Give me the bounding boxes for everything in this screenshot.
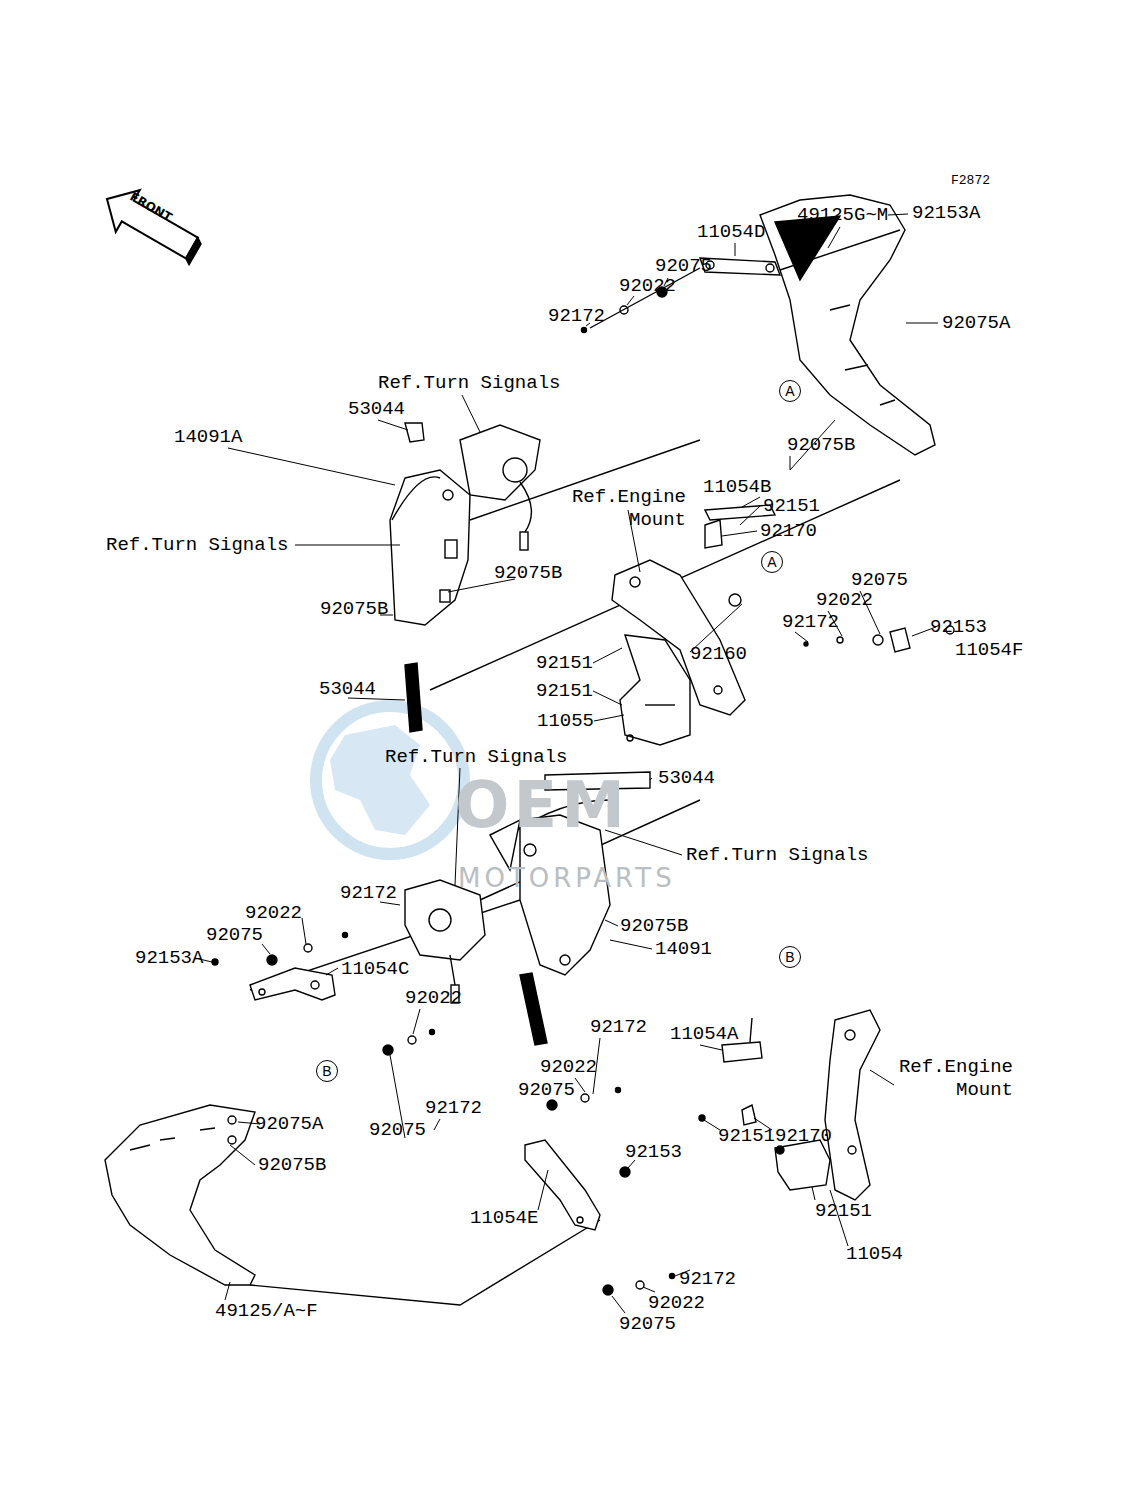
part-number: 92022 xyxy=(816,589,873,611)
part-number: 53044 xyxy=(319,678,376,700)
part-number: 53044 xyxy=(348,398,405,420)
reference-note: Ref.Turn Signals xyxy=(378,372,560,394)
marker-letter: A xyxy=(767,555,776,569)
reference-note: Ref.Turn Signals xyxy=(106,534,288,556)
part-number: 92172 xyxy=(590,1016,647,1038)
part-number: 49125/A~F xyxy=(215,1300,318,1322)
reference-note: Ref.Turn Signals xyxy=(686,844,868,866)
reference-marker: A xyxy=(761,551,783,573)
part-number: 11054B xyxy=(703,476,771,498)
part-number: 92075 xyxy=(619,1313,676,1335)
part-number: 92022 xyxy=(405,987,462,1009)
part-number: 11054 xyxy=(846,1243,903,1265)
part-number: 92153A xyxy=(135,947,203,969)
part-number: 11054A xyxy=(670,1023,738,1045)
part-number: 92153 xyxy=(930,616,987,638)
part-number: 92075 xyxy=(655,255,712,277)
part-number: 92075B xyxy=(787,434,855,456)
part-number: 92160 xyxy=(690,643,747,665)
part-number: 92170 xyxy=(760,520,817,542)
reference-note: Ref.Engine Mount xyxy=(895,1056,1013,1102)
part-number: 92151 xyxy=(536,680,593,702)
part-number: 92153 xyxy=(625,1141,682,1163)
part-number: 92151 xyxy=(536,652,593,674)
part-number: 92151 xyxy=(815,1200,872,1222)
marker-letter: B xyxy=(785,950,794,964)
part-number: 92172 xyxy=(425,1097,482,1119)
part-number: 92153A xyxy=(912,202,980,224)
part-number: 92075 xyxy=(518,1079,575,1101)
watermark-text: OEM xyxy=(455,770,629,840)
part-number: 92172 xyxy=(679,1268,736,1290)
marker-letter: B xyxy=(322,1064,331,1078)
part-number: 92075B xyxy=(258,1154,326,1176)
part-number: 49125G~M xyxy=(797,204,888,226)
part-number: 92022 xyxy=(619,275,676,297)
watermark-text: MOTORPARTS xyxy=(458,863,676,893)
part-number: 92075 xyxy=(206,924,263,946)
part-number: 11054F xyxy=(955,639,1023,661)
reference-note: Ref.Engine Mount xyxy=(568,486,686,532)
part-number: 92151 xyxy=(763,495,820,517)
reference-marker: A xyxy=(779,380,801,402)
part-number: 53044 xyxy=(658,767,715,789)
part-number: 92151 xyxy=(718,1125,775,1147)
part-number: 92075B xyxy=(620,915,688,937)
part-number: 92075A xyxy=(255,1113,323,1135)
part-number: 92075 xyxy=(851,569,908,591)
reference-note: Ref.Turn Signals xyxy=(385,746,567,768)
figure-code: F2872 xyxy=(951,173,990,188)
part-number: 14091 xyxy=(655,938,712,960)
part-number: 92075A xyxy=(942,312,1010,334)
part-number: 92075B xyxy=(494,562,562,584)
part-number: 11054C xyxy=(341,958,409,980)
part-number: 92172 xyxy=(782,611,839,633)
part-number: 92075 xyxy=(369,1119,426,1141)
part-number: 14091A xyxy=(174,426,242,448)
part-number: 11055 xyxy=(537,710,594,732)
part-number: 92022 xyxy=(540,1056,597,1078)
part-number: 92022 xyxy=(245,902,302,924)
reference-marker: B xyxy=(779,946,801,968)
reference-marker: B xyxy=(316,1060,338,1082)
part-number: 11054E xyxy=(470,1207,538,1229)
part-number: 11054D xyxy=(697,221,765,243)
part-number: 92022 xyxy=(648,1292,705,1314)
part-number: 92172 xyxy=(548,305,605,327)
marker-letter: A xyxy=(785,384,794,398)
part-number: 92172 xyxy=(340,882,397,904)
part-number: 92170 xyxy=(775,1125,832,1147)
part-number: 92075B xyxy=(320,598,388,620)
